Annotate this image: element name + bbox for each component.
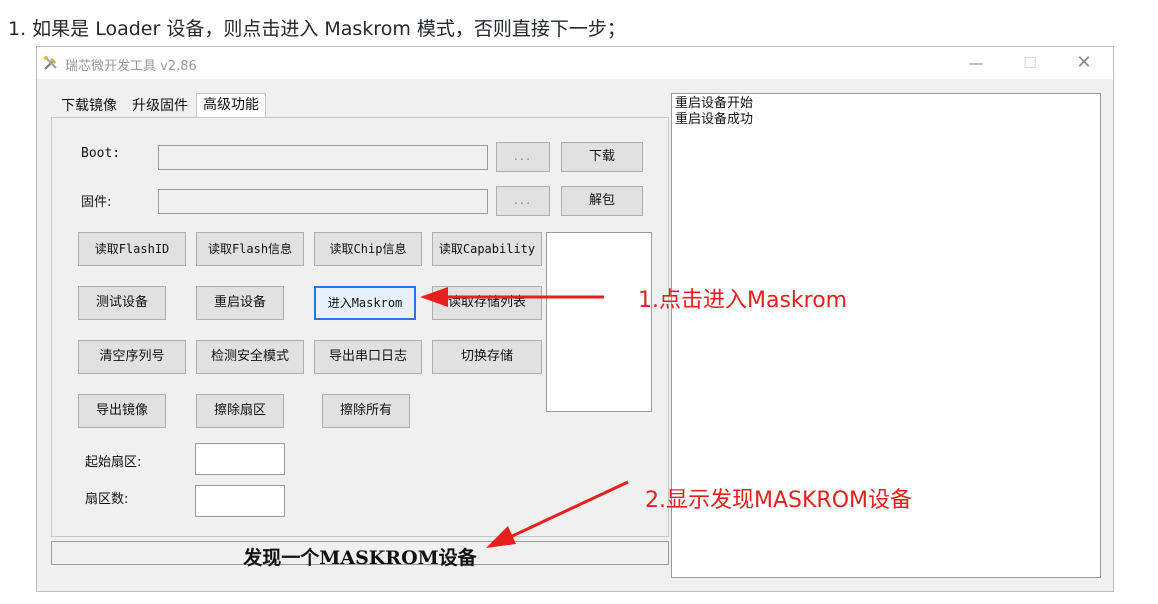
arrow-2-head [486,526,516,548]
erase-all-button[interactable]: 擦除所有 [322,394,410,428]
log-line: 重启设备成功 [675,112,754,127]
sector-count-input[interactable] [195,485,285,517]
title-bar: 瑞芯微开发工具 v2.86 — ☐ ✕ [37,47,1113,79]
close-button[interactable]: ✕ [1076,52,1092,73]
log-output: 重启设备开始 重启设备成功 [671,93,1101,578]
boot-browse-button[interactable]: ... [496,142,550,172]
enter-maskrom-button[interactable]: 进入Maskrom [314,286,416,320]
tab-advanced[interactable]: 高级功能 [196,93,266,118]
unpack-button[interactable]: 解包 [561,186,643,216]
reboot-device-button[interactable]: 重启设备 [196,286,284,320]
boot-path-input[interactable] [158,145,488,170]
arrow-2-shaft [507,480,629,540]
storage-listbox[interactable] [546,232,652,412]
log-line: 重启设备开始 [675,96,754,111]
start-sector-label: 起始扇区: [85,455,142,470]
firmware-browse-button[interactable]: ... [496,186,550,216]
download-button[interactable]: 下载 [561,142,643,172]
minimize-button[interactable]: — [968,54,984,72]
sector-count-label: 扇区数: [85,492,129,507]
switch-storage-button[interactable]: 切换存储 [432,340,542,374]
status-text: 发现一个MASKROM设备 [243,547,477,569]
status-bar: 发现一个MASKROM设备 [51,541,669,569]
doc-step-text: 1. 如果是 Loader 设备，则点击进入 Maskrom 模式，否则直接下一… [8,18,626,40]
annotation-step1: 1.点击进入Maskrom [638,288,848,313]
window-title: 瑞芯微开发工具 v2.86 [65,59,197,74]
advanced-panel: Boot: ... 下载 固件: ... 解包 读取FlashID 读取Flas… [51,117,669,537]
clear-serial-button[interactable]: 清空序列号 [78,340,186,374]
export-image-button[interactable]: 导出镜像 [78,394,166,428]
tab-upgrade-firmware[interactable]: 升级固件 [132,98,188,114]
read-storage-list-button[interactable]: 读取存储列表 [432,286,542,320]
export-serial-log-button[interactable]: 导出串口日志 [314,340,422,374]
firmware-path-input[interactable] [158,189,488,214]
detect-secure-mode-button[interactable]: 检测安全模式 [196,340,304,374]
read-flash-info-button[interactable]: 读取Flash信息 [196,232,304,266]
erase-sector-button[interactable]: 擦除扇区 [196,394,284,428]
firmware-label: 固件: [81,195,112,210]
tab-download-image[interactable]: 下载镜像 [61,98,117,114]
test-device-button[interactable]: 测试设备 [78,286,166,320]
app-window: 瑞芯微开发工具 v2.86 — ☐ ✕ 下载镜像 升级固件 高级功能 Boot:… [36,46,1114,592]
read-flash-id-button[interactable]: 读取FlashID [78,232,186,266]
annotation-step2: 2.显示发现MASKROM设备 [645,488,912,513]
maximize-button[interactable]: ☐ [1023,54,1037,72]
read-chip-info-button[interactable]: 读取Chip信息 [314,232,422,266]
tools-icon [44,56,57,70]
arrow-1-head [420,287,448,307]
boot-label: Boot: [81,146,121,161]
read-capability-button[interactable]: 读取Capability [432,232,542,266]
start-sector-input[interactable] [195,443,285,475]
